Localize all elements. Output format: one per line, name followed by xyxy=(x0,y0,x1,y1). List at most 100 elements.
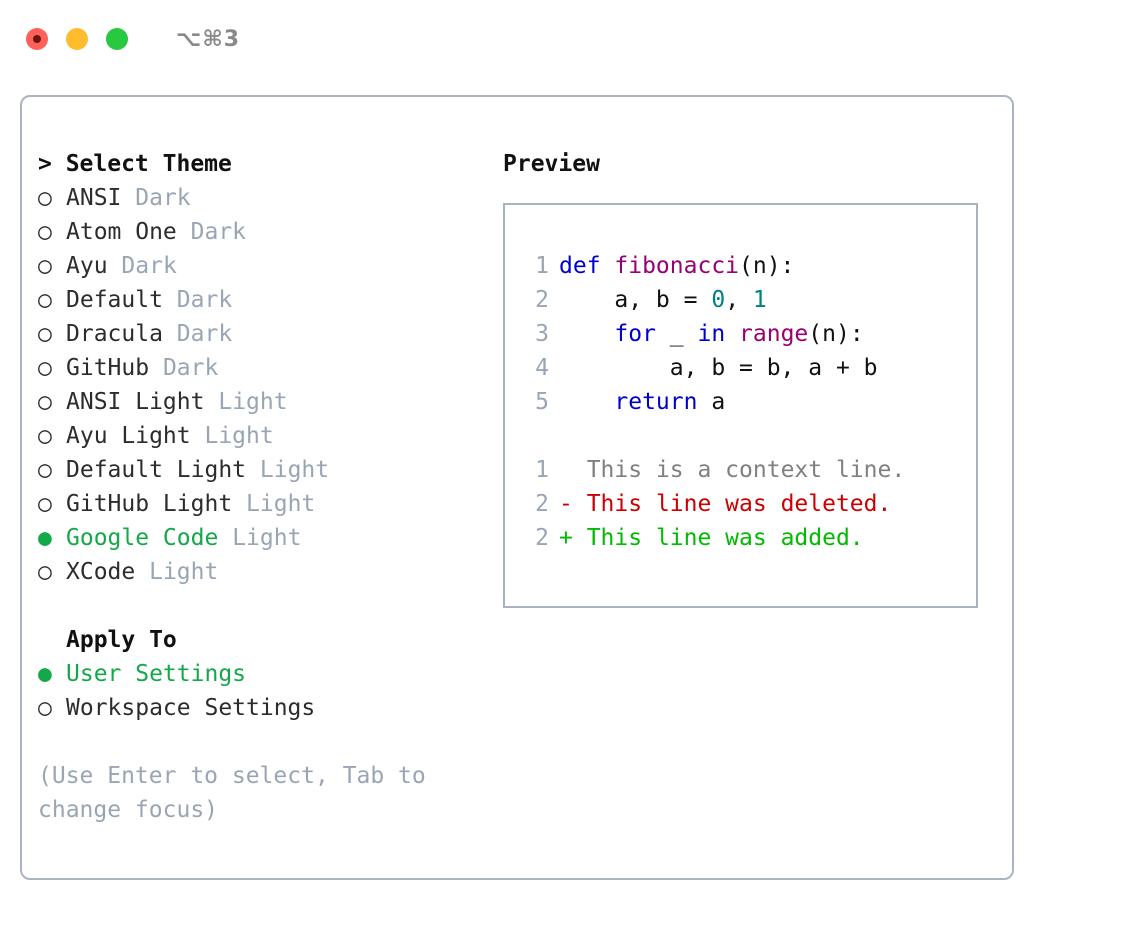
line-number: 3 xyxy=(535,321,549,347)
theme-option[interactable]: ○ Default Dark xyxy=(38,283,488,317)
spacer xyxy=(149,355,163,381)
theme-variant-label: Light xyxy=(259,457,330,483)
theme-variant-label: Light xyxy=(218,389,288,415)
theme-name: Default xyxy=(66,287,163,313)
code-token: (n): xyxy=(739,253,795,279)
diff-text: This line was deleted. xyxy=(586,491,892,517)
theme-name: Atom One xyxy=(66,219,177,245)
code-token: return xyxy=(614,389,698,415)
line-number: 5 xyxy=(535,389,549,415)
close-button[interactable] xyxy=(26,28,48,50)
theme-variant-label: Dark xyxy=(176,287,233,313)
code-token: fibonacci xyxy=(614,253,740,279)
apply-to-label: User Settings xyxy=(66,661,247,687)
theme-option[interactable]: ○Ayu Dark xyxy=(38,249,488,283)
theme-name: ANSI Light xyxy=(66,389,205,415)
theme-name: Google Code xyxy=(66,525,219,551)
radio-unselected-icon: ○ xyxy=(38,559,52,585)
spacer xyxy=(204,389,218,415)
radio-unselected-icon: ○ xyxy=(38,287,52,313)
code-token xyxy=(559,321,614,347)
theme-option[interactable]: ○GitHub Light Light xyxy=(38,487,488,521)
spacer xyxy=(163,287,177,313)
radio-unselected-icon: ○ xyxy=(38,185,52,211)
keyboard-hint: (Use Enter to select, Tab to change focu… xyxy=(38,763,440,823)
theme-variant-label: Dark xyxy=(176,321,233,347)
code-line: 3 for _ in range(n): xyxy=(505,317,976,351)
minimize-button[interactable] xyxy=(66,28,88,50)
theme-option[interactable]: ○ Dracula Dark xyxy=(38,317,488,351)
radio-unselected-icon: ○ xyxy=(38,491,52,517)
diff-line: 1 This is a context line. xyxy=(505,453,976,487)
line-number: 2 xyxy=(535,287,549,313)
theme-variant-label: Light xyxy=(149,559,219,585)
theme-name: XCode xyxy=(66,559,136,585)
apply-to-option[interactable]: ● User Settings xyxy=(38,657,488,691)
diff-line: 2- This line was deleted. xyxy=(505,487,976,521)
spacer xyxy=(108,253,122,279)
title-bar: ⌥⌘3 xyxy=(0,0,1140,78)
radio-unselected-icon: ○ xyxy=(38,355,52,381)
diff-marker xyxy=(559,457,587,483)
code-token xyxy=(725,321,739,347)
spacer xyxy=(246,457,260,483)
spacer xyxy=(505,419,976,453)
spacer xyxy=(135,559,149,585)
radio-unselected-icon: ○ xyxy=(38,389,52,415)
theme-variant-label: Dark xyxy=(190,219,247,245)
theme-name: GitHub Light xyxy=(66,491,233,517)
theme-option[interactable]: ○ ANSI Light Light xyxy=(38,385,488,419)
code-token: a xyxy=(697,389,726,415)
theme-name: Dracula xyxy=(66,321,163,347)
theme-variant-label: Dark xyxy=(135,185,191,211)
maximize-button[interactable] xyxy=(106,28,128,50)
theme-option[interactable]: ●Google Code Light xyxy=(38,521,488,555)
radio-unselected-icon: ○ xyxy=(38,695,52,721)
apply-to-heading: Apply To xyxy=(66,627,177,653)
spacer xyxy=(38,589,488,623)
preview-title: Preview xyxy=(503,151,600,177)
diff-marker: - xyxy=(559,491,587,517)
theme-option[interactable]: ○ANSI Dark xyxy=(38,181,488,215)
code-token: , xyxy=(725,287,753,313)
diff-marker: + xyxy=(559,525,587,551)
line-number: 4 xyxy=(535,355,549,381)
code-token: _ xyxy=(655,321,698,347)
radio-unselected-icon: ○ xyxy=(38,219,52,245)
theme-name: Default Light xyxy=(66,457,247,483)
radio-unselected-icon: ○ xyxy=(38,321,52,347)
apply-to-label: Workspace Settings xyxy=(66,695,316,721)
apply-to-option[interactable]: ○ Workspace Settings xyxy=(38,691,488,725)
spacer xyxy=(191,423,205,449)
theme-option[interactable]: ○Ayu Light Light xyxy=(38,419,488,453)
radio-selected-icon: ● xyxy=(38,661,52,687)
radio-unselected-icon: ○ xyxy=(38,423,52,449)
window-controls xyxy=(26,28,128,50)
theme-variant-label: Dark xyxy=(121,253,177,279)
code-line: 5 return a xyxy=(505,385,976,419)
code-token: 0 xyxy=(711,287,726,313)
spacer xyxy=(232,491,246,517)
radio-selected-icon: ● xyxy=(38,525,52,551)
theme-option[interactable]: ○GitHub Dark xyxy=(38,351,488,385)
code-line: 2 a, b = 0, 1 xyxy=(505,283,976,317)
code-token: (n): xyxy=(808,321,864,347)
theme-name: Ayu Light xyxy=(66,423,191,449)
code-token: in xyxy=(697,321,726,347)
code-token: range xyxy=(739,321,809,347)
apply-to-list: ● User Settings ○ Workspace Settings xyxy=(38,657,488,725)
diff-text: This is a context line. xyxy=(586,457,906,483)
theme-option[interactable]: ○ Atom One Dark xyxy=(38,215,488,249)
theme-option[interactable]: ○ XCode Light xyxy=(38,555,488,589)
theme-option[interactable]: ○Default Light Light xyxy=(38,453,488,487)
dialog-frame: > Select Theme ○ANSI Dark○Atom One Dark○… xyxy=(20,95,1014,880)
line-number: 2 xyxy=(535,491,549,517)
radio-unselected-icon: ○ xyxy=(38,253,52,279)
diff-line: 2+ This line was added. xyxy=(505,521,976,555)
code-line: 4 a, b = b, a + b xyxy=(505,351,976,385)
diff-text: This line was added. xyxy=(586,525,864,551)
